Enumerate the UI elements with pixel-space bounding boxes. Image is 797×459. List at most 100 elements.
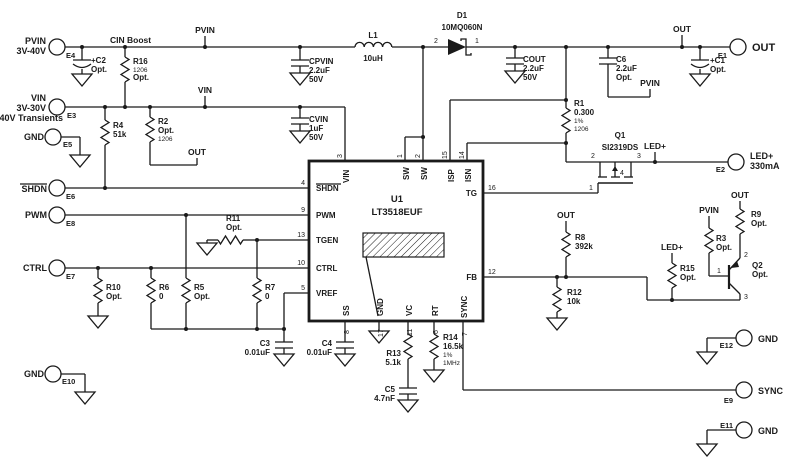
net-led-q1: LED+ xyxy=(644,141,666,151)
thermal-pad-tie xyxy=(365,256,379,317)
r2-pkg: 1206 xyxy=(158,136,173,143)
resistor-r7 xyxy=(251,277,263,304)
q2-pin3: 3 xyxy=(744,294,748,301)
pin-fb-name: FB xyxy=(466,273,477,282)
pin-fb-num: 12 xyxy=(488,269,496,276)
c5-value: 4.7nF xyxy=(374,394,395,403)
q1-pin4: 4 xyxy=(620,170,624,177)
net-cin-boost: CIN Boost xyxy=(110,35,151,45)
r14-value: 16.5k xyxy=(443,342,464,351)
terminal-e6-id: E6 xyxy=(66,192,75,201)
pin-gnd-name: GND xyxy=(376,298,385,316)
pin-isp-num: 15 xyxy=(442,151,449,159)
pin-vin-name: VIN xyxy=(342,169,351,183)
c5-label: C5 xyxy=(385,385,396,394)
ground-symbols xyxy=(68,70,719,458)
capacitors xyxy=(72,57,710,395)
pin-vref-name: VREF xyxy=(316,289,337,298)
terminal-e2-sub: 330mA xyxy=(750,161,780,171)
c6-value: 2.2uF xyxy=(616,64,637,73)
c4-label: C4 xyxy=(322,339,333,348)
terminal-circles xyxy=(44,38,753,439)
pin-shdn-num: 4 xyxy=(301,180,305,187)
pin-sw1-name: SW xyxy=(402,167,411,180)
terminal-e12-id: E12 xyxy=(720,341,733,350)
terminal-e3 xyxy=(48,98,66,116)
d1-pin1: 1 xyxy=(475,38,479,45)
resistor-r8 xyxy=(560,231,572,258)
r5-label: R5 xyxy=(194,283,205,292)
terminal-e9 xyxy=(735,381,753,399)
diode-d1 xyxy=(448,38,472,56)
capacitor-cout xyxy=(506,57,524,65)
r12-label: R12 xyxy=(567,288,582,297)
terminal-e1-label: OUT xyxy=(752,42,776,54)
pin-vc-num: 11 xyxy=(407,329,414,336)
capacitor-c3 xyxy=(275,341,293,349)
c1-label: +C1 xyxy=(710,56,725,65)
thermal-pad xyxy=(362,232,445,258)
resistors xyxy=(92,56,746,360)
pin-pwm-num: 9 xyxy=(301,207,305,214)
r6-label: R6 xyxy=(159,283,170,292)
capacitor-cpvin xyxy=(291,59,309,67)
u1-ref: U1 xyxy=(391,194,404,205)
terminal-e2 xyxy=(727,153,745,171)
terminal-e1-id: E1 xyxy=(718,51,727,60)
r8-value: 392k xyxy=(575,242,593,251)
capacitor-c5 xyxy=(399,387,417,395)
cout-rating: 50V xyxy=(523,73,538,82)
inductor-l1 xyxy=(354,41,393,48)
r3-label: R3 xyxy=(716,234,727,243)
cvin-value: 1uF xyxy=(309,124,323,133)
terminal-e6 xyxy=(48,179,66,197)
pin-tg-name: TG xyxy=(466,189,477,198)
resistor-r6 xyxy=(145,277,157,304)
pin-sw2-name: SW xyxy=(420,167,429,180)
resistor-r11 xyxy=(217,234,244,246)
pin-tgen-num: 13 xyxy=(297,232,305,239)
cout-value: 2.2uF xyxy=(523,64,544,73)
c6-opt: Opt. xyxy=(616,73,632,82)
terminal-e12 xyxy=(735,329,753,347)
pin-rt-num: 6 xyxy=(433,330,440,334)
resistor-r9 xyxy=(734,208,746,235)
terminal-e9-id: E9 xyxy=(724,396,733,405)
terminal-e5 xyxy=(44,128,62,146)
r10-label: R10 xyxy=(106,283,121,292)
terminal-e7-id: E7 xyxy=(66,272,75,281)
r14-label: R14 xyxy=(443,333,458,342)
resistor-r13 xyxy=(402,333,414,360)
pin-isn-name: ISN xyxy=(464,168,473,182)
r1-pkg: 1206 xyxy=(574,126,589,133)
q1-label: Q1 xyxy=(615,131,626,140)
q1-pin3: 3 xyxy=(637,153,641,160)
r1-label: R1 xyxy=(574,99,585,108)
resistor-r1 xyxy=(560,107,572,134)
q1-pin2: 2 xyxy=(591,153,595,160)
r13-value: 5.1k xyxy=(385,358,401,367)
resistor-r16 xyxy=(119,56,131,83)
q1-part: SI2319DS xyxy=(602,143,639,152)
capacitor-c2 xyxy=(72,59,92,69)
pin-ctrl-num: 10 xyxy=(297,260,305,267)
pin-isn-num: 14 xyxy=(459,151,466,159)
cpvin-rating: 50V xyxy=(309,75,324,84)
net-out-r8: OUT xyxy=(557,210,576,220)
l1-label: L1 xyxy=(368,31,378,40)
terminal-e11-id: E11 xyxy=(720,421,733,430)
r8-label: R8 xyxy=(575,233,586,242)
q2-value: Opt. xyxy=(752,270,768,279)
terminal-e1 xyxy=(729,38,747,56)
r14-tol: 1% xyxy=(443,352,453,359)
r2-value: Opt. xyxy=(158,126,174,135)
c6-label: C6 xyxy=(616,55,627,64)
bjt-q2 xyxy=(727,257,741,300)
c2-value: Opt. xyxy=(91,65,107,74)
c2-label: +C2 xyxy=(91,56,106,65)
r16-label: R16 xyxy=(133,57,148,66)
terminal-e8-label: PWM xyxy=(25,210,47,220)
pin-pwm-name: PWM xyxy=(316,211,336,220)
r10-value: Opt. xyxy=(106,292,122,301)
terminal-e8 xyxy=(48,206,66,224)
